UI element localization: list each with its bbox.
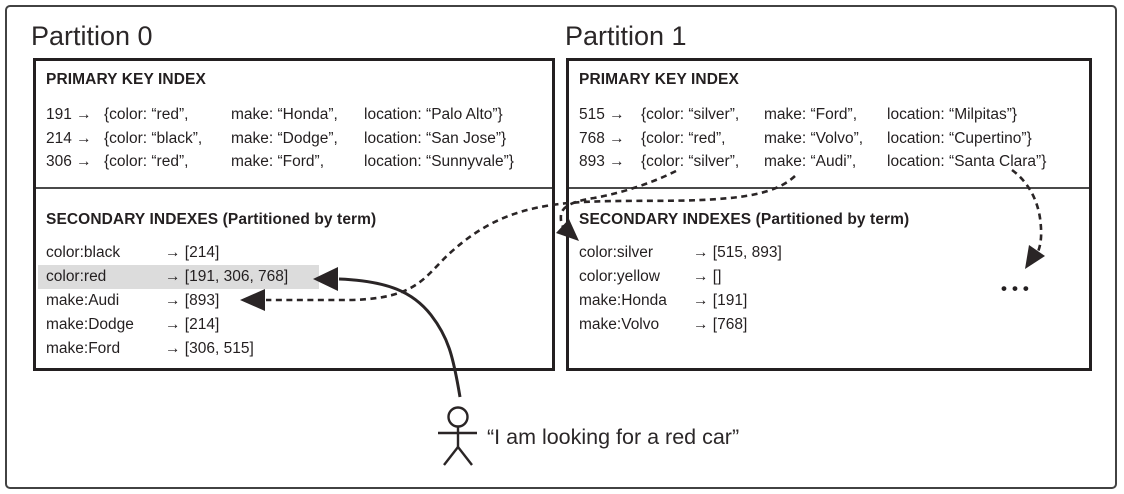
record-make: make: “Honda”, (231, 106, 338, 123)
primary-index-row: 515 → {color: “silver”, make: “Ford”, lo… (579, 103, 1089, 127)
primary-index-row: 191 → {color: “red”, make: “Honda”, loca… (46, 103, 552, 127)
record-color: {color: “red”, (104, 153, 189, 170)
record-color: {color: “silver”, (641, 153, 740, 170)
record-make: make: “Volvo”, (764, 129, 864, 147)
index-term: make:Dodge (46, 316, 134, 333)
record-location: location: “Palo Alto”} (364, 106, 503, 123)
partition-0-title: Partition 0 (31, 21, 153, 51)
partition-0-secondary-indexes-section: SECONDARY INDEXES (Partitioned by term) … (36, 189, 552, 361)
secondary-indexes-header: SECONDARY INDEXES (Partitioned by term) (46, 211, 377, 228)
record-color: {color: “red”, (641, 129, 726, 147)
partition-1-title: Partition 1 (565, 21, 687, 51)
partition-0-primary-index-section: PRIMARY KEY INDEX 191 → {color: “red”, m… (36, 61, 552, 189)
figure-frame (5, 5, 1117, 489)
record-id: 191 → (46, 106, 92, 123)
partition-1-box: PRIMARY KEY INDEX 515 → {color: “silver”… (566, 58, 1092, 371)
postings-list: → [306, 515] (165, 340, 254, 357)
index-term: make:Ford (46, 340, 121, 357)
record-location: location: “Santa Clara”} (887, 153, 1047, 170)
primary-index-row: 306 → {color: “red”, make: “Ford”, locat… (46, 150, 552, 174)
record-id: 893 → (579, 153, 625, 170)
partition-0-box: PRIMARY KEY INDEX 191 → {color: “red”, m… (33, 58, 555, 371)
partition-1-secondary-indexes-section: SECONDARY INDEXES (Partitioned by term) … (569, 189, 1089, 337)
postings-list: → [893] (165, 292, 220, 309)
postings-list: → [191, 306, 768] (165, 268, 289, 285)
record-color: {color: “silver”, (641, 106, 740, 123)
postings-list: → [515, 893] (693, 244, 782, 261)
postings-list: → [] (693, 268, 722, 285)
record-location: location: “San Jose”} (364, 129, 507, 147)
postings-list: → [214] (165, 316, 220, 333)
index-term: color:black (46, 244, 121, 261)
index-term: color:silver (579, 244, 654, 261)
primary-key-index-header: PRIMARY KEY INDEX (46, 71, 206, 88)
secondary-index-row: make:Ford → [306, 515] (46, 337, 552, 361)
primary-index-row: 768 → {color: “red”, make: “Volvo”, loca… (579, 127, 1089, 151)
record-id: 768 → (579, 129, 625, 147)
record-location: location: “Milpitas”} (887, 106, 1018, 123)
secondary-index-row: color:silver → [515, 893] (579, 241, 1089, 265)
record-color: {color: “black”, (104, 129, 203, 147)
record-location: location: “Cupertino”} (887, 129, 1032, 147)
index-term: color:yellow (579, 268, 660, 285)
secondary-index-row: color:black → [214] (46, 241, 552, 265)
index-term: make:Volvo (579, 316, 660, 333)
record-make: make: “Ford”, (231, 153, 325, 170)
postings-list: → [768] (693, 316, 748, 333)
record-location: location: “Sunnyvale”} (364, 153, 514, 170)
index-term: make:Audi (46, 292, 120, 309)
index-term: color:red (46, 268, 107, 285)
primary-key-index-header: PRIMARY KEY INDEX (579, 71, 739, 88)
secondary-index-row: make:Volvo → [768] (579, 313, 1089, 337)
record-make: make: “Ford”, (764, 106, 858, 123)
partition-1-primary-index-section: PRIMARY KEY INDEX 515 → {color: “silver”… (569, 61, 1089, 189)
record-id: 515 → (579, 106, 625, 123)
secondary-index-row-highlighted: color:red → [191, 306, 768] (38, 265, 552, 289)
record-color: {color: “red”, (104, 106, 189, 123)
secondary-index-row: make:Audi → [893] (46, 289, 552, 313)
index-term: make:Honda (579, 292, 667, 309)
record-id: 306 → (46, 153, 92, 170)
record-make: make: “Audi”, (764, 153, 857, 170)
primary-index-row: 893 → {color: “silver”, make: “Audi”, lo… (579, 150, 1089, 174)
secondary-index-row: make:Dodge → [214] (46, 313, 552, 337)
postings-list: → [191] (693, 292, 748, 309)
primary-index-row: 214 → {color: “black”, make: “Dodge”, lo… (46, 127, 552, 151)
record-id: 214 → (46, 129, 92, 147)
query-quote: “I am looking for a red car” (487, 425, 740, 449)
postings-list: → [214] (165, 244, 220, 261)
secondary-indexes-header: SECONDARY INDEXES (Partitioned by term) (579, 211, 910, 228)
other-partitions-ellipsis: ••• (1001, 279, 1034, 298)
record-make: make: “Dodge”, (231, 129, 338, 147)
